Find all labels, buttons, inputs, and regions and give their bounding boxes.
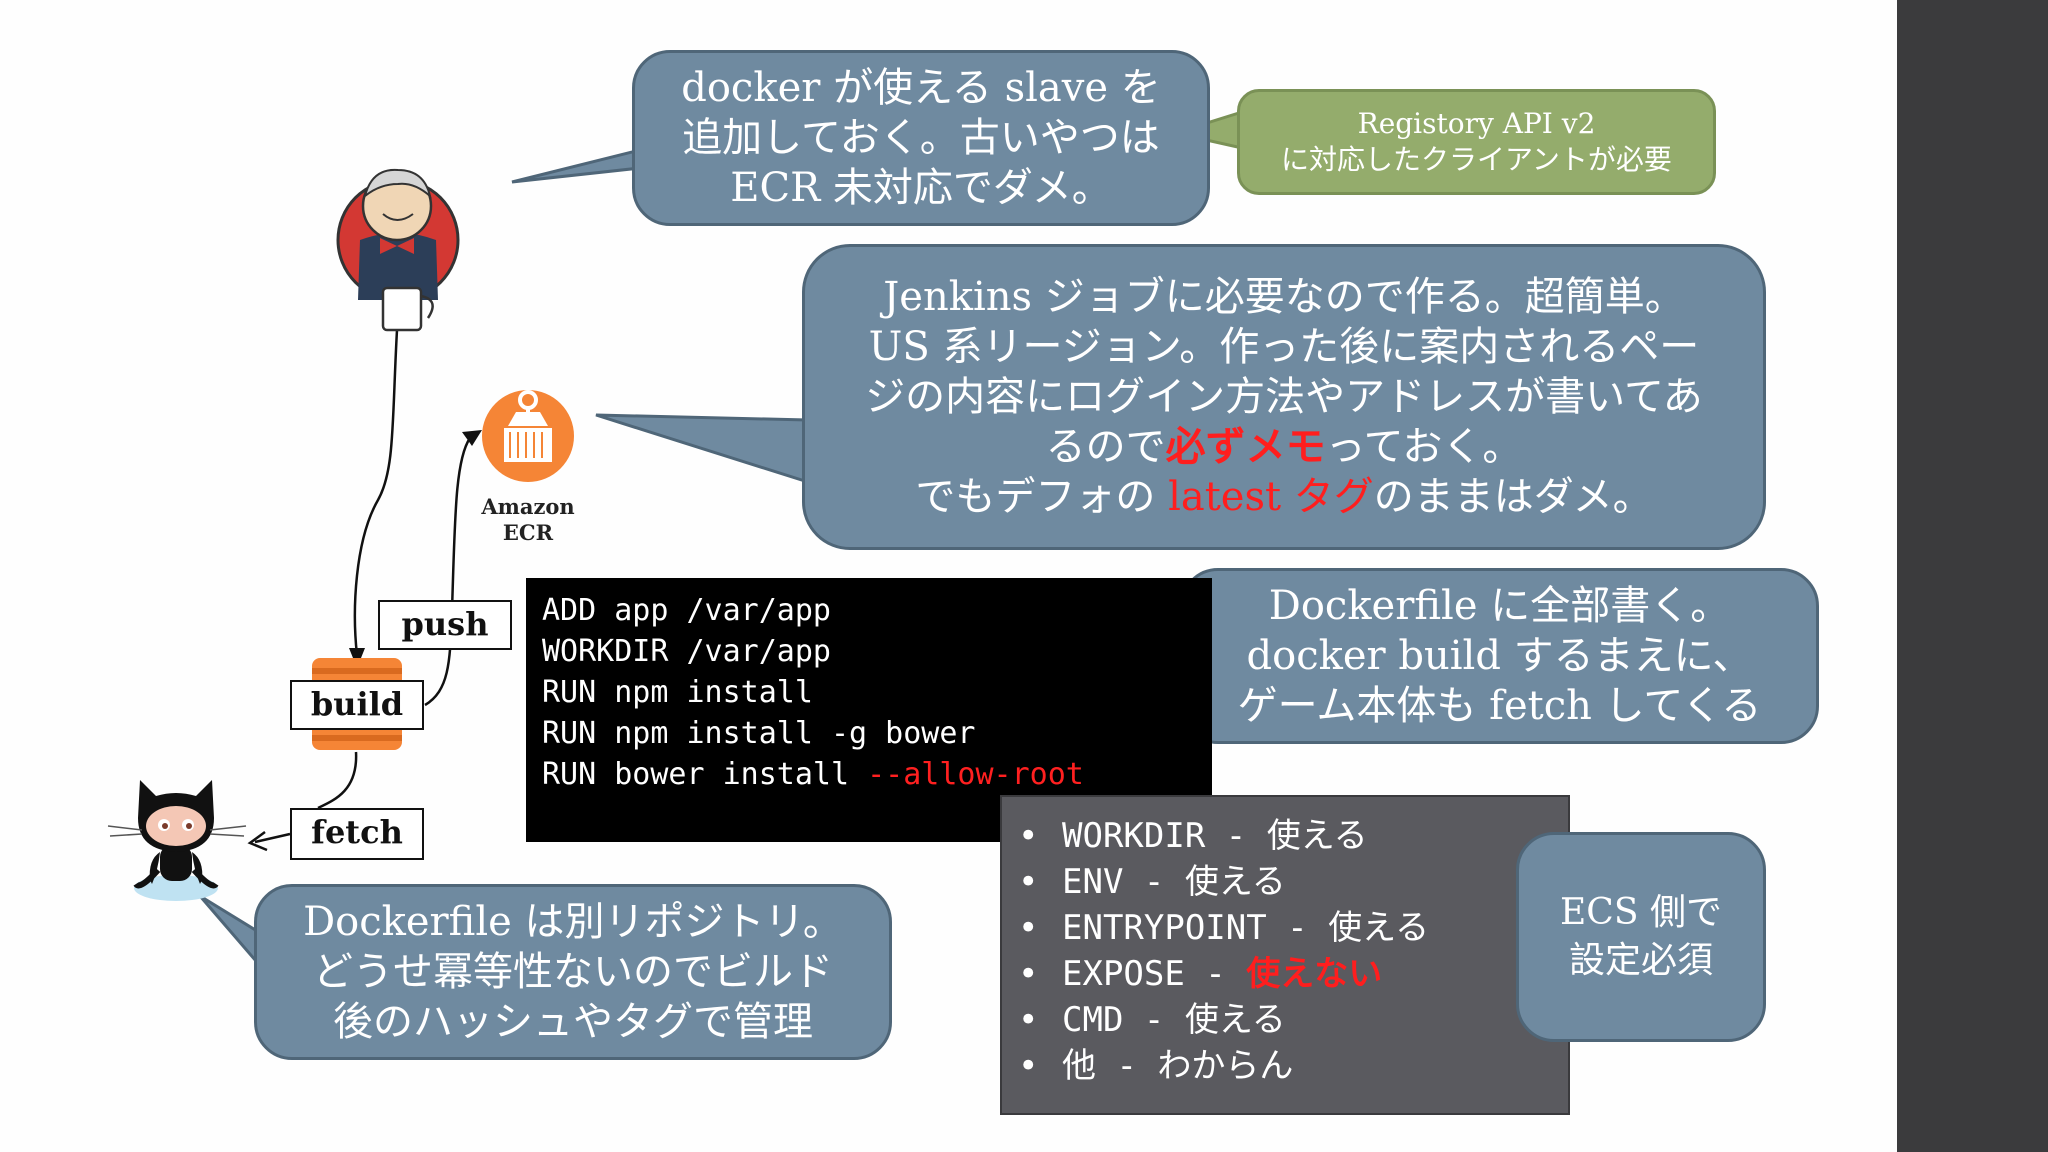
expose-unusable-highlight: 使えない <box>1246 954 1383 994</box>
callout-text: っておく。 <box>1325 424 1523 470</box>
code-line: RUN npm install <box>542 675 813 710</box>
docker-slave-callout: docker が使える slave を 追加しておく。古いやつは ECR 未対応… <box>632 50 1210 226</box>
callout-text: のままはダメ。 <box>1373 474 1653 520</box>
capability-label: ENV - 使える <box>1062 862 1286 902</box>
ecr-label-line1: Amazon <box>481 494 575 519</box>
code-line: RUN npm install -g bower <box>542 716 976 751</box>
amazon-ecr-icon <box>482 390 574 482</box>
bullet: • <box>1018 954 1039 994</box>
callout-line: るので必ずメモっておく。 <box>1046 422 1523 472</box>
capability-item: • CMD - 使える <box>1018 997 1568 1043</box>
capability-label: 他 - わからん <box>1062 1046 1294 1086</box>
capability-item: • ENTRYPOINT - 使える <box>1018 905 1568 951</box>
must-memo-highlight: 必ずメモ <box>1165 423 1326 470</box>
callout-line: ECR 未対応でダメ。 <box>730 165 1112 211</box>
callout-line: でもデフォの latest タグのままはダメ。 <box>915 472 1652 522</box>
build-step-label: build <box>290 680 424 730</box>
dockerfile-repo-callout: Dockerfile は別リポジトリ。 どうせ冪等性ないのでビルド 後のハッシュ… <box>254 884 892 1060</box>
capability-item: • WORKDIR - 使える <box>1018 813 1568 859</box>
fetch-to-github-arrow <box>254 832 291 844</box>
bullet: • <box>1018 816 1039 856</box>
latest-tag-highlight: latest タグ <box>1168 474 1374 520</box>
capability-item: • ENV - 使える <box>1018 859 1568 905</box>
registry-api-callout: Registory API v2 に対応したクライアントが必要 <box>1237 89 1716 195</box>
callout-line: 設定必須 <box>1568 940 1713 981</box>
jenkins-bubble-tail <box>595 413 810 485</box>
capability-label: EXPOSE - <box>1062 954 1247 994</box>
code-line: RUN bower install --allow-root <box>542 754 1196 795</box>
build-to-ecr-arrowhead <box>462 430 482 446</box>
jenkins-to-build-arrow <box>353 329 399 656</box>
fetch-to-github-arrowhead <box>247 830 268 852</box>
ecs-capability-list: • WORKDIR - 使える • ENV - 使える • ENTRYPOINT - … <box>1000 795 1570 1115</box>
allow-root-flag: --allow-root <box>867 757 1084 792</box>
callout-line: Dockerfile は別リポジトリ。 <box>303 899 843 945</box>
callout-line: ジの内容にログイン方法やアドレスが書いてあ <box>865 374 1703 420</box>
capability-item: • 他 - わからん <box>1018 1043 1568 1089</box>
callout-text: るので <box>1045 424 1166 470</box>
callout-line: ゲーム本体も fetch してくる <box>1237 683 1762 729</box>
callout-line: docker が使える slave を <box>681 65 1161 111</box>
ecs-setting-callout: ECS 側で 設定必須 <box>1516 832 1766 1042</box>
fetch-step-label: fetch <box>290 808 424 860</box>
capability-label: CMD - 使える <box>1062 1000 1286 1040</box>
callout-line: 追加しておく。古いやつは <box>682 115 1160 161</box>
callout-line: Registory API v2 <box>1357 107 1596 140</box>
jenkins-job-callout: Jenkins ジョブに必要なので作る。超簡単。 US 系リージョン。作った後に… <box>802 244 1766 550</box>
capability-item: • EXPOSE - 使えない <box>1018 951 1568 997</box>
docker-bubble-tail <box>511 148 642 184</box>
callout-line: US 系リージョン。作った後に案内されるペー <box>868 324 1700 370</box>
build-to-fetch-line <box>317 751 358 810</box>
bullet: • <box>1018 908 1039 948</box>
capability-label: ENTRYPOINT - 使える <box>1062 908 1430 948</box>
callout-line: どうせ冪等性ないのでビルド <box>313 949 833 995</box>
dockerfile-callout: Dockerfile に全部書く。 docker build するまえに、 ゲー… <box>1180 568 1819 744</box>
build-to-ecr-arrow <box>424 437 472 707</box>
callout-line: 後のハッシュやタグで管理 <box>333 999 813 1045</box>
amazon-ecr-label: Amazon ECR <box>470 494 586 546</box>
capability-label: WORKDIR - 使える <box>1062 816 1368 856</box>
jenkins-icon <box>336 168 460 332</box>
callout-line: Dockerfile に全部書く。 <box>1268 583 1731 629</box>
callout-text: でもデフォの <box>915 474 1169 520</box>
github-octocat-icon <box>107 780 247 901</box>
code-text: RUN bower install <box>542 757 868 792</box>
bullet: • <box>1018 1000 1039 1040</box>
capability-items: • WORKDIR - 使える • ENV - 使える • ENTRYPOINT - … <box>1018 813 1568 1089</box>
callout-line: docker build するまえに、 <box>1246 633 1753 679</box>
repo-bubble-tail <box>198 894 264 973</box>
callout-line: Jenkins ジョブに必要なので作る。超簡単。 <box>883 274 1685 320</box>
code-line: ADD app /var/app <box>542 593 831 628</box>
ecr-label-line2: ECR <box>502 520 554 545</box>
bullet: • <box>1018 862 1039 902</box>
bullet: • <box>1018 1046 1039 1086</box>
callout-line: ECS 側で <box>1560 892 1722 933</box>
push-step-label: push <box>378 600 512 650</box>
callout-line: に対応したクライアントが必要 <box>1281 143 1672 176</box>
code-line: WORKDIR /var/app <box>542 634 831 669</box>
right-dark-margin <box>1897 0 2048 1152</box>
